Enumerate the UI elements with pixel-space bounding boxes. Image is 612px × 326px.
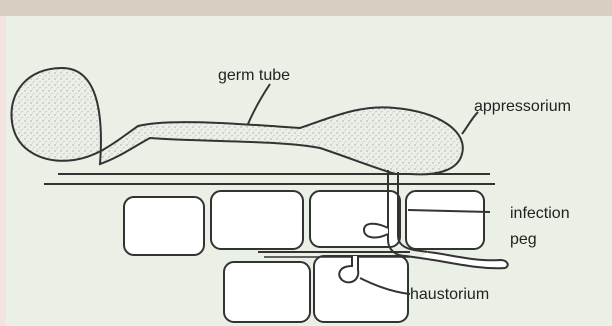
plant-cell bbox=[224, 262, 310, 322]
plant-cell bbox=[124, 197, 204, 255]
label-peg: peg bbox=[510, 231, 537, 248]
plant-cell bbox=[314, 256, 408, 322]
label-appressorium: appressorium bbox=[474, 98, 571, 115]
plant-cell bbox=[406, 191, 484, 249]
plant-cell bbox=[310, 191, 400, 247]
intercellular-hypha bbox=[420, 252, 508, 268]
haustorium-upper bbox=[364, 224, 388, 238]
label-haustorium: haustorium bbox=[410, 286, 489, 303]
plant-cell bbox=[211, 191, 303, 249]
label-germ-tube: germ tube bbox=[218, 67, 290, 84]
appressorium-leader bbox=[462, 112, 478, 134]
germ-tube-leader bbox=[248, 84, 270, 124]
label-infection: infection bbox=[510, 205, 570, 222]
